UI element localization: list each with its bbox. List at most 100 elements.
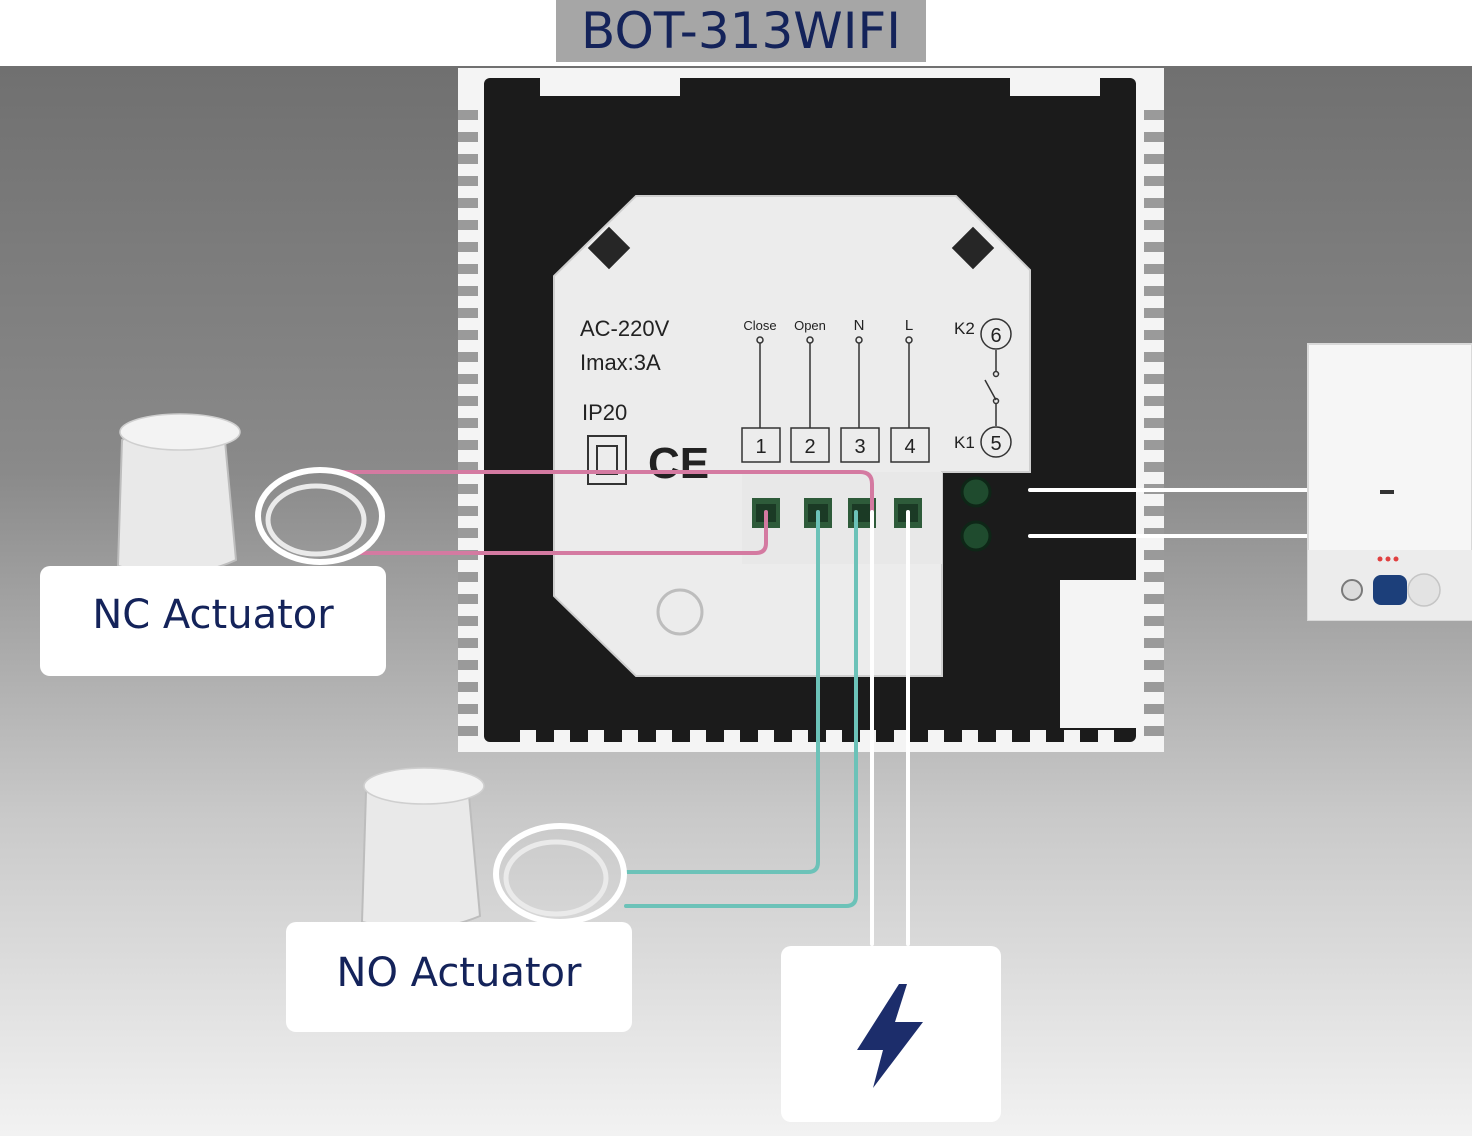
frame-clip	[1010, 68, 1100, 96]
vent-slot	[1144, 660, 1164, 670]
vent-slot	[458, 572, 478, 582]
vent-slot	[1144, 154, 1164, 164]
vent-slot	[1144, 638, 1164, 648]
vent-slot	[1144, 396, 1164, 406]
relay-label-k1: K1	[954, 433, 975, 452]
vent-slot	[1144, 286, 1164, 296]
vent-slot	[458, 418, 478, 428]
vent-slot	[792, 730, 808, 742]
vent-slot	[1064, 730, 1080, 742]
vent-slot	[554, 730, 570, 742]
terminal-label-neutral: N	[854, 317, 865, 334]
boiler-display-icon	[1373, 575, 1407, 605]
vent-slot	[588, 730, 604, 742]
frame-vent-slots-right	[1144, 110, 1164, 736]
nc-actuator-label: NC Actuator	[92, 592, 334, 638]
terminal-number-3: 3	[854, 436, 865, 458]
vent-slot	[1144, 176, 1164, 186]
relay-switch-symbol	[984, 350, 1000, 426]
terminal-leads	[756, 336, 913, 428]
vent-slot	[520, 730, 536, 742]
vent-slot	[1144, 110, 1164, 120]
housing-screw-hole	[656, 588, 704, 636]
vent-slot	[458, 616, 478, 626]
vent-slot	[1144, 330, 1164, 340]
vent-slot	[1144, 572, 1164, 582]
vent-slot	[458, 682, 478, 692]
boiler-dial-icon	[1407, 573, 1441, 607]
terminal-number-2: 2	[804, 436, 815, 458]
nc-actuator-device	[116, 413, 385, 575]
vent-slot	[458, 176, 478, 186]
diagram-title: BOT-313WIFI	[581, 2, 901, 60]
no-actuator-device	[360, 767, 627, 930]
terminal-label-live: L	[905, 317, 913, 334]
terminal-box-1	[741, 427, 781, 463]
vent-slot	[1144, 308, 1164, 318]
vent-slot	[1144, 374, 1164, 384]
vent-slot	[1144, 440, 1164, 450]
relay-screw-6	[960, 476, 992, 508]
power-supply-card	[781, 946, 1001, 1122]
vent-slot	[458, 638, 478, 648]
title-bar: BOT-313WIFI	[556, 0, 926, 62]
terminal-box-3	[840, 427, 880, 463]
nc-actuator-wires	[338, 470, 874, 555]
vent-slot	[1144, 594, 1164, 604]
vent-slot	[458, 726, 478, 736]
vent-slot	[458, 110, 478, 120]
ip-rating: IP20	[582, 400, 627, 425]
no-actuator-wires	[624, 510, 858, 908]
vent-slot	[1144, 704, 1164, 714]
boiler-knob-icon	[1341, 579, 1363, 601]
vent-slot	[622, 730, 638, 742]
vent-slot	[458, 374, 478, 384]
voltage-rating: AC-220V	[580, 316, 670, 341]
vent-slot	[1098, 730, 1114, 742]
vent-slot	[458, 154, 478, 164]
relay-terminal-6	[980, 318, 1012, 350]
vent-slot	[962, 730, 978, 742]
vent-slot	[758, 730, 774, 742]
frame-clip	[1060, 580, 1136, 728]
terminal-label-close: Close	[743, 318, 776, 333]
vent-slot	[458, 462, 478, 472]
boiler-unit	[1307, 343, 1472, 621]
vent-slot	[928, 730, 944, 742]
vent-slot	[458, 242, 478, 252]
relay-label-k2: K2	[954, 319, 975, 338]
no-actuator-card: NO Actuator	[286, 922, 632, 1032]
vent-slot	[1144, 352, 1164, 362]
no-actuator-label: NO Actuator	[336, 950, 582, 996]
vent-slot	[458, 220, 478, 230]
frame-clip	[540, 68, 680, 96]
vent-slot	[458, 330, 478, 340]
vent-slot	[826, 730, 842, 742]
nc-actuator-card: NC Actuator	[40, 566, 386, 676]
vent-slot	[690, 730, 706, 742]
vent-slot	[458, 352, 478, 362]
relay-terminal-5	[980, 426, 1012, 458]
vent-slot	[1144, 682, 1164, 692]
vent-slot	[458, 264, 478, 274]
frame-vent-slots-left	[458, 110, 478, 736]
vent-slot	[1144, 726, 1164, 736]
terminal-label-open: Open	[794, 318, 826, 333]
vent-slot	[1144, 506, 1164, 516]
vent-slot	[458, 132, 478, 142]
terminal-number-1: 1	[755, 436, 766, 458]
vent-slot	[996, 730, 1012, 742]
vent-slot	[1144, 616, 1164, 626]
vent-slot	[1144, 462, 1164, 472]
vent-slot	[1144, 418, 1164, 428]
lightning-bolt-icon	[857, 984, 923, 1088]
vent-slot	[1030, 730, 1046, 742]
vent-slot	[1144, 198, 1164, 208]
vent-slot	[458, 198, 478, 208]
terminal-box-2	[790, 427, 830, 463]
vent-slot	[1144, 528, 1164, 538]
vent-slot	[458, 594, 478, 604]
terminal-number-4: 4	[904, 436, 915, 458]
